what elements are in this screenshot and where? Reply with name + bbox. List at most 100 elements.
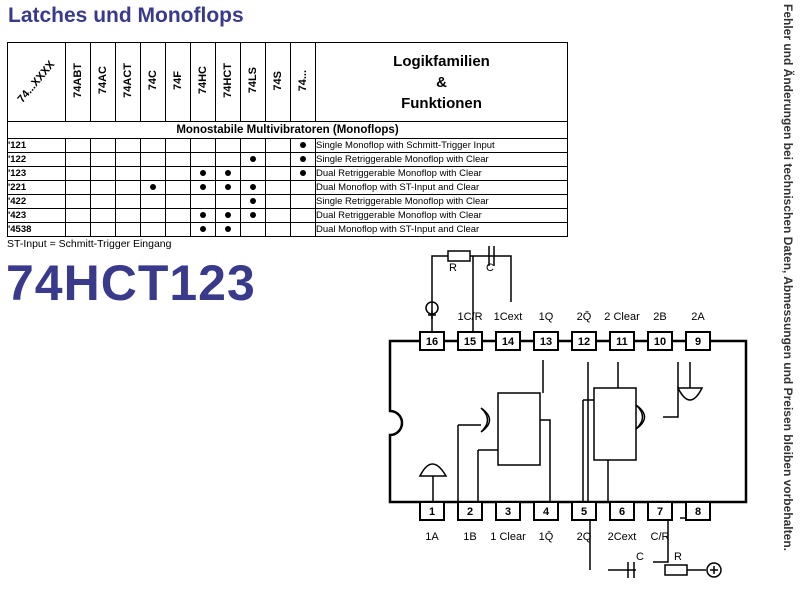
family-cell [215, 166, 241, 181]
family-cell [265, 194, 291, 209]
family-cell [165, 152, 191, 167]
function-description: Single Monoflop with Schmitt-Trigger Inp… [315, 138, 568, 153]
pin-label: 2A [691, 311, 705, 323]
availability-dot [200, 226, 206, 232]
family-cell [140, 222, 166, 237]
logic-family-table: 74...XXXX 74ABT 74AC 74ACT 74C 74F 74HC … [7, 42, 568, 237]
family-cell [90, 152, 116, 167]
availability-dot [225, 212, 231, 218]
functions-header: Logikfamilien & Funktionen [315, 42, 568, 122]
pin-box [419, 331, 445, 351]
family-cell [290, 222, 316, 237]
family-cell [265, 152, 291, 167]
part-code-cell: '4538 [7, 222, 66, 237]
family-cell [240, 138, 266, 153]
monoflop-2-block [593, 387, 637, 461]
family-label: 74C [147, 70, 159, 91]
pin-box [609, 501, 635, 521]
disclaimer-note: Fehler und Änderungen bei technischen Da… [781, 4, 795, 551]
family-cell [290, 152, 316, 167]
functions-header-line: Funktionen [401, 94, 482, 112]
family-label: 74LS [247, 67, 259, 94]
family-header: 74AC [90, 42, 116, 122]
part-code-cell: '221 [7, 180, 66, 195]
table-row: '422 Single Retriggerable Monoflop with C… [7, 194, 568, 209]
family-cell [65, 222, 91, 237]
pin-label: 2 Clear [604, 311, 640, 323]
pin-number: 14 [502, 336, 515, 348]
function-description: Dual Monoflop with ST-Input and Clear [315, 180, 568, 195]
top-resistor [447, 250, 471, 262]
availability-dot [250, 184, 256, 190]
family-header: 74HCT [215, 42, 241, 122]
bottom-c-label: C [636, 551, 644, 563]
family-cell [190, 222, 216, 237]
family-label: 74ABT [72, 63, 84, 98]
bottom-r-label: R [674, 551, 682, 563]
corner-label: 74...XXXX [15, 58, 58, 106]
family-header: 74HC [190, 42, 216, 122]
family-cell [290, 208, 316, 223]
pin-label: 1Cext [494, 311, 523, 323]
pin-box [571, 331, 597, 351]
top-ext-wire [431, 255, 512, 302]
function-description: Dual Retriggerable Monoflop with Clear [315, 208, 568, 223]
family-header: 74F [165, 42, 191, 122]
functions-header-line: Logikfamilien [393, 52, 490, 70]
family-cell [240, 194, 266, 209]
family-cell [165, 194, 191, 209]
availability-dot [225, 184, 231, 190]
function-description: Single Retriggerable Monoflop with Clear [315, 194, 568, 209]
family-cell [140, 194, 166, 209]
family-cell [65, 180, 91, 195]
table-row: '423 Dual Retriggerable Monoflop with Cle… [7, 208, 568, 223]
pin-number: 3 [505, 506, 511, 518]
monoflop-1-wires [432, 360, 551, 502]
family-cell [90, 138, 116, 153]
part-code-cell: '423 [7, 208, 66, 223]
pin-box [457, 331, 483, 351]
pin-label: 1 Clear [490, 531, 526, 543]
gate-2 [635, 404, 646, 430]
family-header: 74LS [240, 42, 266, 122]
pin-label: 2Q̄ [577, 310, 592, 323]
pin-number: 6 [619, 506, 625, 518]
family-cell [240, 152, 266, 167]
family-cell [265, 166, 291, 181]
pin-number: 10 [654, 336, 666, 348]
monoflop-1-block [497, 392, 541, 466]
pin-number: 4 [543, 506, 550, 518]
part-code-cell: '422 [7, 194, 66, 209]
family-label: 74... [297, 69, 309, 92]
family-cell [90, 194, 116, 209]
availability-dot [150, 184, 156, 190]
pin-label: 2Q [577, 531, 592, 543]
top-r-label: R [449, 262, 457, 274]
plus-sign [428, 311, 436, 319]
availability-dot [250, 212, 256, 218]
pin-label: 1Q [539, 311, 554, 323]
pin-number: 8 [695, 506, 701, 518]
pin-label: 1A [425, 531, 439, 543]
family-cell [240, 222, 266, 237]
family-header: 74S [265, 42, 291, 122]
pin-box [609, 331, 635, 351]
pin-number: 11 [616, 336, 628, 348]
family-cell [240, 208, 266, 223]
family-cell [65, 138, 91, 153]
function-description: Dual Retriggerable Monoflop with Clear [315, 166, 568, 181]
family-cell [290, 180, 316, 195]
family-cell [140, 152, 166, 167]
pin-label: 2Cext [608, 531, 637, 543]
top-c-label: C [486, 262, 494, 274]
family-cell [115, 138, 141, 153]
family-cell [140, 180, 166, 195]
function-description: Single Retriggerable Monoflop with Clear [315, 152, 568, 167]
family-cell [165, 208, 191, 223]
vcc-symbol [706, 562, 722, 578]
family-cell [190, 152, 216, 167]
pin-box [457, 501, 483, 521]
family-cell [215, 152, 241, 167]
family-cell [265, 208, 291, 223]
family-cell [190, 208, 216, 223]
